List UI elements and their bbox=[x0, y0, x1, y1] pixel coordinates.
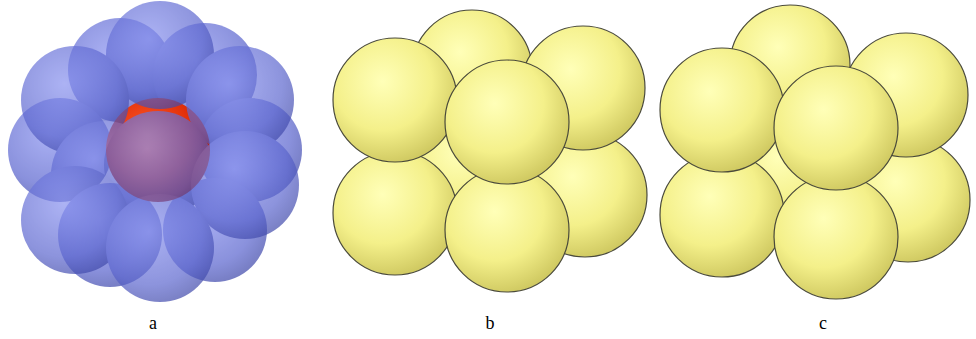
cluster-b bbox=[333, 10, 647, 292]
panel-label: c bbox=[819, 314, 827, 332]
cluster-a bbox=[8, 1, 302, 302]
front-spheres bbox=[21, 1, 299, 302]
yellow-sphere bbox=[333, 38, 457, 162]
yellow-sphere bbox=[333, 151, 457, 275]
cluster-c bbox=[660, 5, 970, 299]
yellow-sphere bbox=[445, 60, 569, 184]
yellow-sphere bbox=[445, 168, 569, 292]
yellow-sphere bbox=[774, 66, 898, 190]
yellow-sphere bbox=[774, 175, 898, 299]
panel-label: b bbox=[486, 314, 495, 332]
panel-label: a bbox=[149, 314, 157, 332]
yellow-sphere bbox=[660, 48, 784, 172]
blue-sphere bbox=[106, 194, 214, 302]
